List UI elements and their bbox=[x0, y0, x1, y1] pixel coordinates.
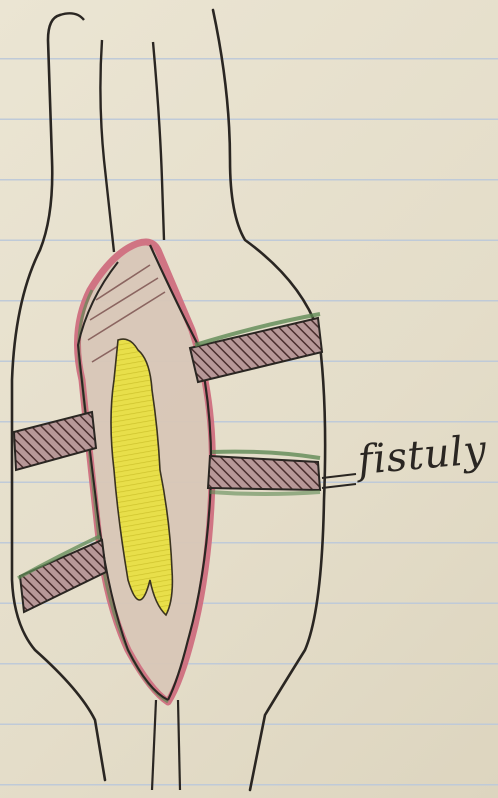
tract-upper-left bbox=[14, 412, 96, 470]
tube-line-1 bbox=[100, 40, 114, 252]
tract-lower-left bbox=[20, 540, 106, 612]
outline-top-cap bbox=[60, 13, 84, 20]
tube-line-2 bbox=[153, 42, 164, 240]
stump-line-1 bbox=[152, 700, 156, 790]
stump-line-2 bbox=[178, 700, 180, 790]
tract-lower-right bbox=[208, 456, 320, 490]
outline-right bbox=[213, 10, 325, 790]
annotation-pointer bbox=[322, 474, 356, 488]
